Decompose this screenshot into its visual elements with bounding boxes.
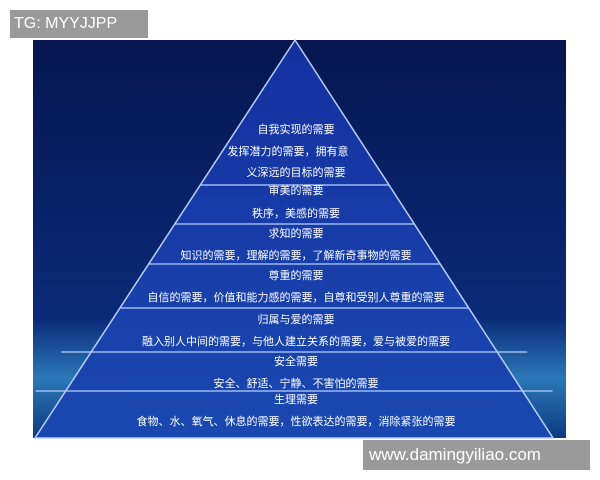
watermark-top-left: TG: MYYJJPP [10, 10, 148, 38]
level-title: 求知的需要 [269, 226, 324, 240]
level-description: 发挥潜力的需要，拥有意 [228, 144, 349, 158]
pyramid-shape [33, 38, 555, 439]
level-title: 生理需要 [274, 392, 318, 406]
level-description: 食物、水、氧气、休息的需要，性欲表达的需要，消除紧张的需要 [137, 414, 456, 428]
level-title: 尊重的需要 [269, 268, 324, 282]
level-description: 秩序，美感的需要 [252, 206, 340, 220]
level-title: 审美的需要 [269, 183, 324, 197]
level-title: 安全需要 [274, 354, 318, 368]
level-description: 安全、舒适、宁静、不害怕的需要 [214, 376, 379, 390]
level-title: 归属与爱的需要 [258, 312, 335, 326]
level-description: 融入别人中间的需要，与他人建立关系的需要，爱与被爱的需要 [142, 334, 450, 348]
watermark-bottom-right: www.damingyiliao.com [363, 440, 590, 470]
level-description: 知识的需要，理解的需要，了解新奇事物的需要 [181, 248, 412, 262]
level-title: 自我实现的需要 [258, 122, 335, 136]
level-description: 自信的需要，价值和能力感的需要，自尊和受别人尊重的需要 [148, 290, 445, 304]
level-description: 义深远的目标的需要 [247, 165, 346, 179]
